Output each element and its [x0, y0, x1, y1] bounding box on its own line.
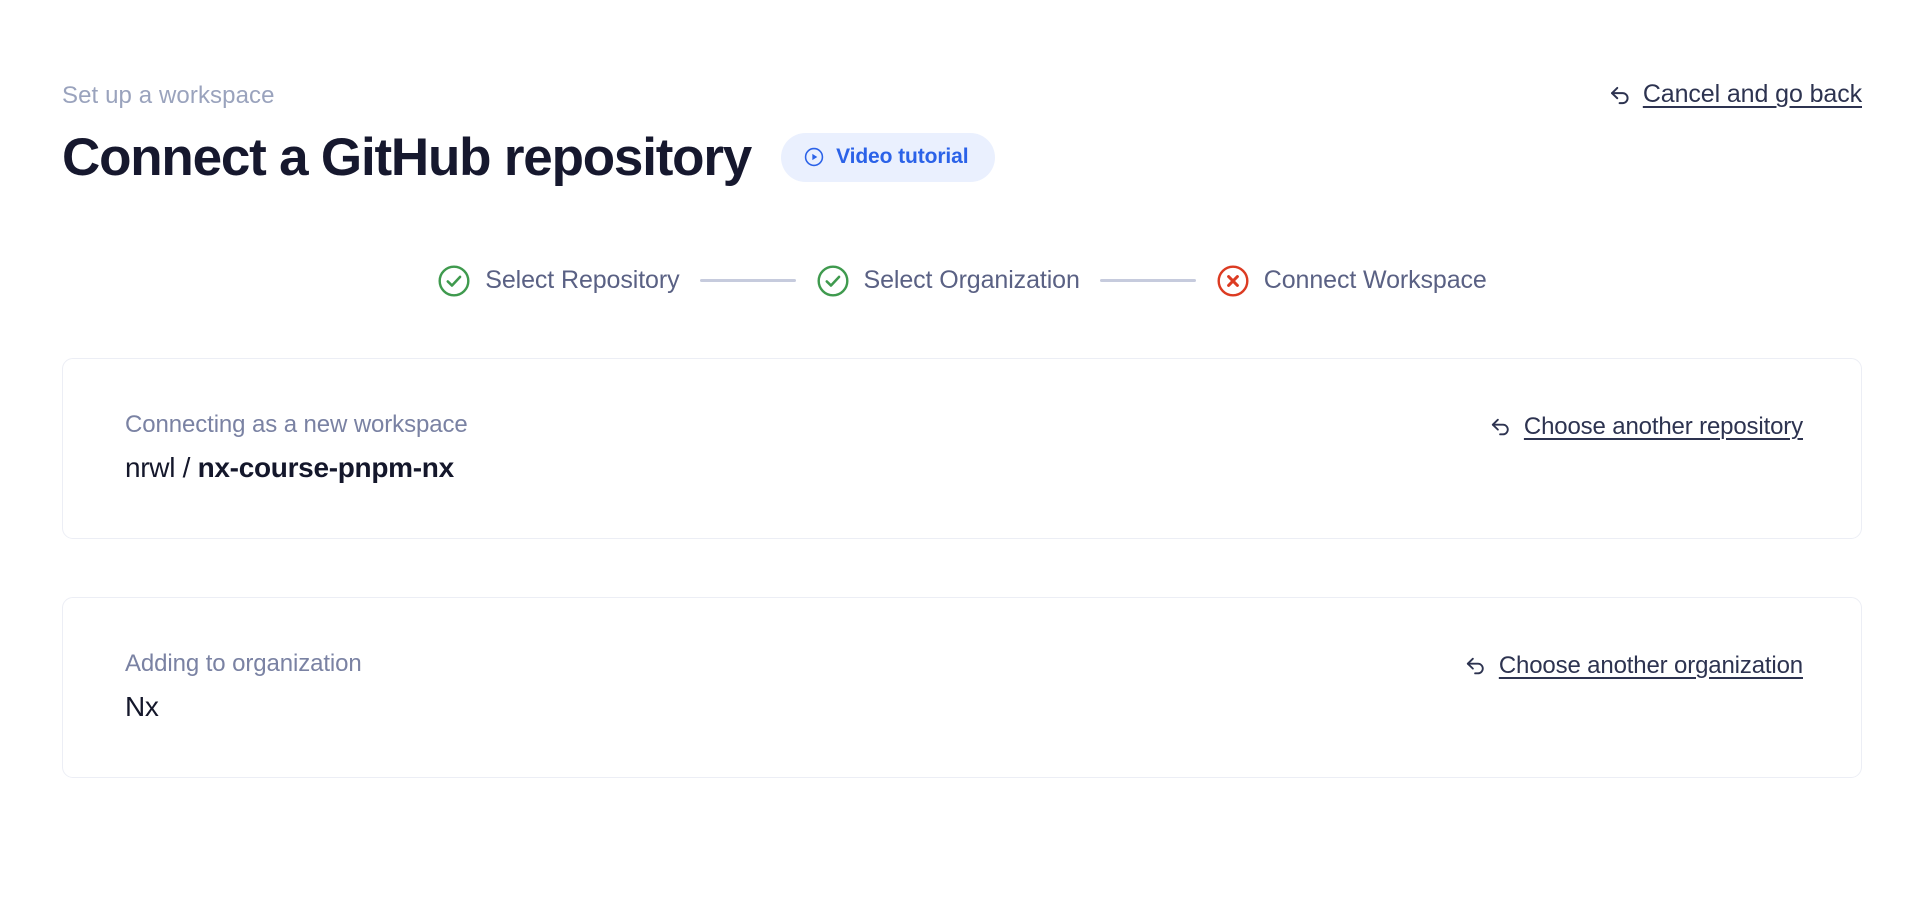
page-header: Set up a workspace Connect a GitHub repo… [62, 0, 1862, 186]
step-label: Select Repository [485, 266, 680, 295]
video-tutorial-label: Video tutorial [836, 145, 969, 169]
check-circle-icon [816, 265, 849, 297]
organization-card: Adding to organization Nx Choose another… [62, 596, 1862, 778]
choose-another-repository-label: Choose another repository [1523, 412, 1803, 440]
summary-cards: Connecting as a new workspace nrwl / nx-… [62, 357, 1862, 778]
organization-card-content: Adding to organization Nx [125, 650, 362, 723]
progress-stepper: Select Repository Select Organization Co… [62, 264, 1862, 298]
organization-card-caption: Adding to organization [125, 649, 362, 677]
play-circle-icon [804, 148, 824, 167]
undo-arrow-icon [1491, 418, 1509, 436]
video-tutorial-button[interactable]: Video tutorial [781, 133, 996, 183]
organization-card-value: Nx [125, 690, 159, 722]
repository-card-caption: Connecting as a new workspace [125, 410, 468, 438]
repository-card: Connecting as a new workspace nrwl / nx-… [62, 357, 1862, 539]
page-title: Connect a GitHub repository [62, 128, 752, 187]
step-connector-1 [699, 279, 796, 283]
check-circle-icon [438, 265, 470, 297]
breadcrumb-eyebrow: Set up a workspace [62, 82, 275, 109]
step-select-organization[interactable]: Select Organization [816, 264, 1080, 298]
undo-arrow-icon [1610, 86, 1629, 104]
repository-card-content: Connecting as a new workspace nrwl / nx-… [125, 411, 468, 484]
step-label: Select Organization [863, 266, 1080, 295]
step-connector-2 [1099, 279, 1196, 283]
x-circle-icon [1217, 265, 1249, 297]
setup-workspace-page: Set up a workspace Connect a GitHub repo… [62, 0, 1862, 778]
step-connect-workspace[interactable]: Connect Workspace [1216, 264, 1487, 298]
repository-owner: nrwl [125, 451, 176, 483]
repository-name: nx-course-pnpm-nx [197, 451, 455, 483]
cancel-and-go-back-label: Cancel and go back [1642, 80, 1862, 108]
undo-arrow-icon [1466, 657, 1484, 675]
repository-separator: / [175, 451, 198, 483]
title-row: Connect a GitHub repository Video tutori… [62, 130, 1862, 186]
cancel-and-go-back-link[interactable]: Cancel and go back [1607, 80, 1862, 109]
step-label: Connect Workspace [1263, 266, 1487, 295]
choose-another-repository-link[interactable]: Choose another repository [1488, 413, 1803, 441]
choose-another-organization-link[interactable]: Choose another organization [1463, 652, 1803, 680]
step-select-repository[interactable]: Select Repository [437, 264, 680, 298]
repository-card-value: nrwl / nx-course-pnpm-nx [125, 452, 468, 484]
choose-another-organization-label: Choose another organization [1498, 651, 1803, 679]
